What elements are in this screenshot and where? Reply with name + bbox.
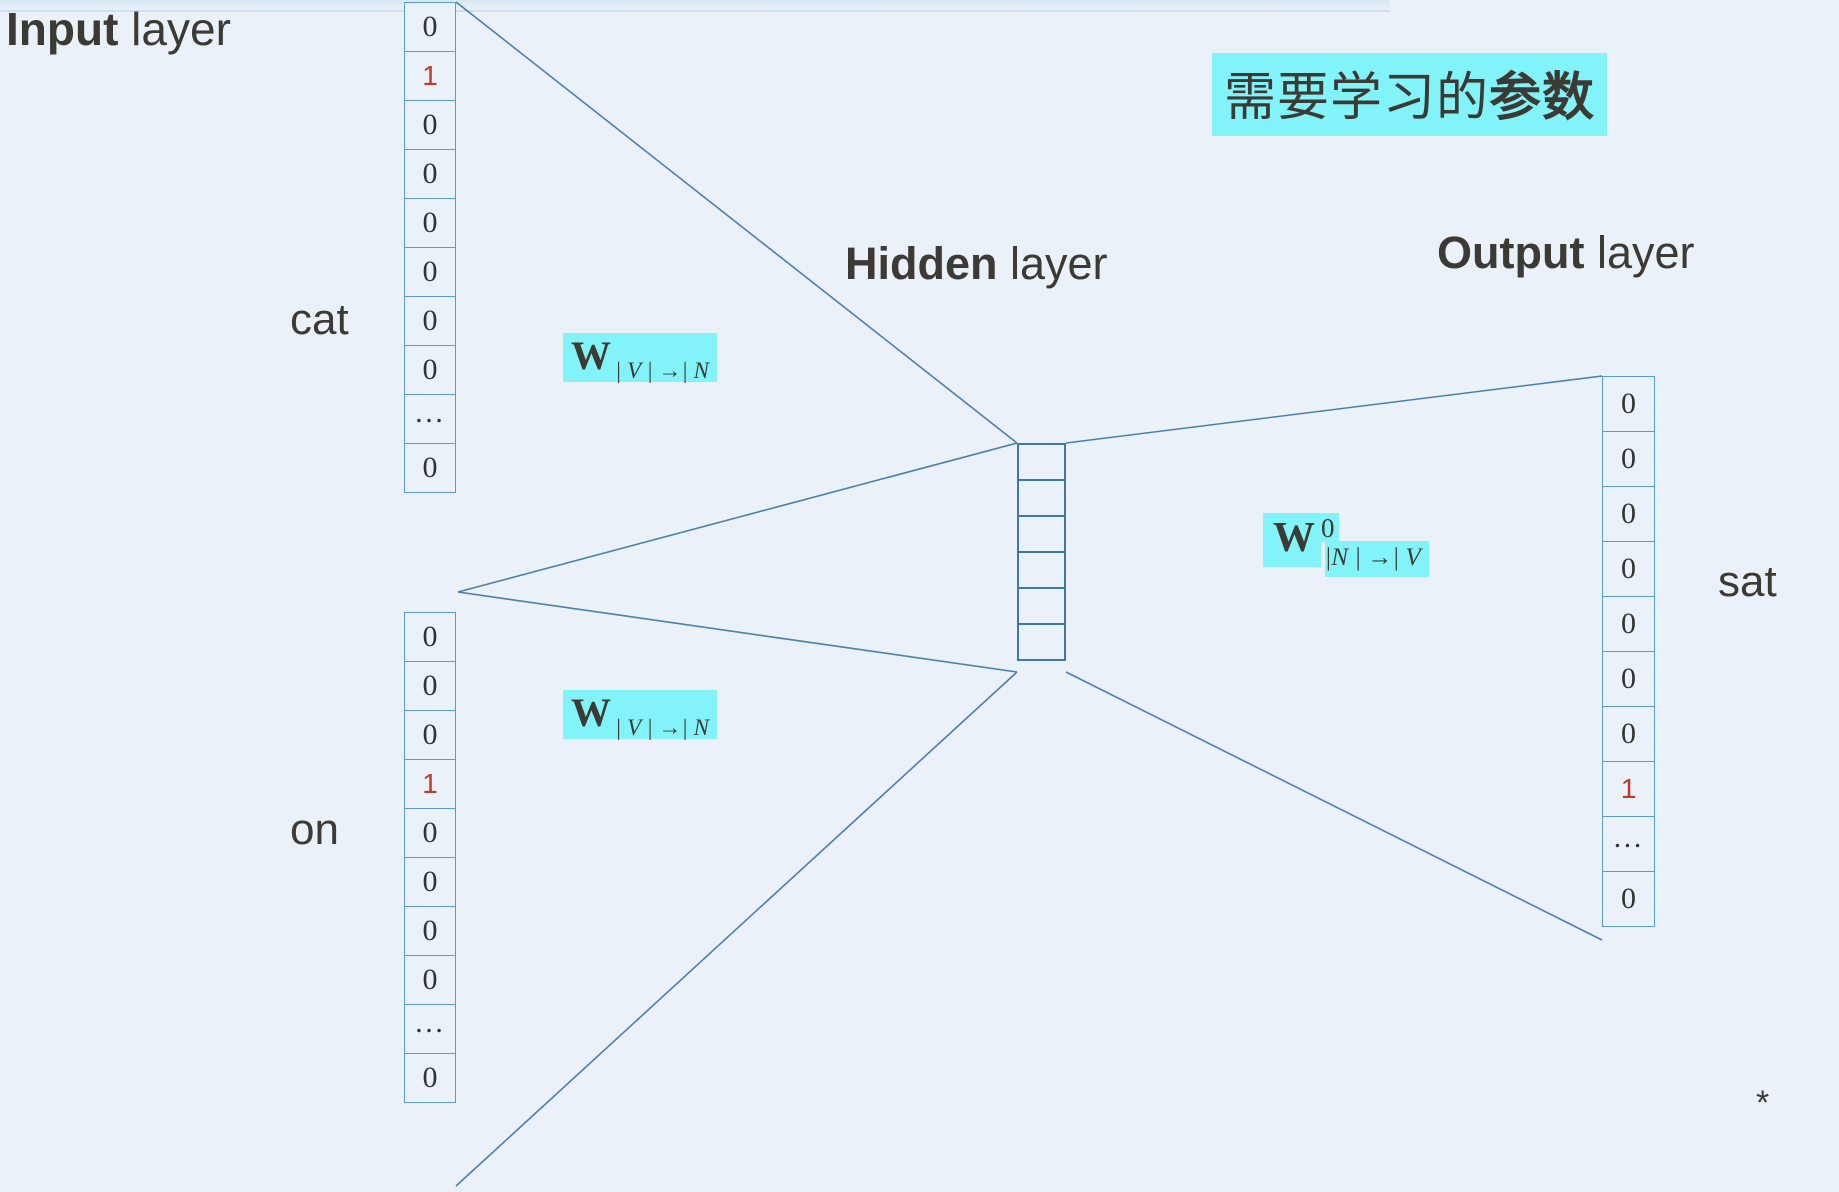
title-hidden-strong: Hidden [845, 238, 998, 289]
vector-cell-ellipsis: … [404, 1004, 456, 1054]
edge-hidden-bottom-output-bottom [1065, 671, 1603, 941]
vector-cell: 0 [404, 710, 456, 760]
vector-cell: 0 [404, 443, 456, 493]
title-output-strong: Output [1437, 227, 1585, 278]
title-output-rest: layer [1584, 227, 1695, 278]
page-title-hidden-layer: Hidden layer [845, 238, 1108, 290]
vector-cell: 0 [404, 808, 456, 858]
input-vector-on: 0 0 0 1 0 0 0 0 … 0 [404, 612, 456, 1103]
title-input-strong: Input [6, 3, 119, 55]
hidden-cell [1017, 623, 1066, 661]
vector-cell: 0 [404, 906, 456, 956]
weight-superscript: 0 [1321, 513, 1339, 542]
vector-cell: 0 [404, 1053, 456, 1103]
vector-cell: 0 [404, 612, 456, 662]
vector-cell: 0 [404, 149, 456, 199]
edge-hidden-top-output-top [1065, 375, 1603, 444]
vector-cell: 0 [1602, 541, 1655, 597]
hidden-cell [1017, 479, 1066, 517]
vector-cell-ellipsis: … [404, 394, 456, 444]
title-input-rest: layer [118, 3, 231, 55]
title-hidden-rest: layer [997, 238, 1108, 289]
vector-cell-ellipsis: … [1602, 816, 1655, 872]
vector-cell-hot: 1 [404, 51, 456, 101]
vector-cell-hot: 1 [404, 759, 456, 809]
input-word-label-cat: cat [290, 295, 349, 344]
weight-symbol: W [571, 690, 611, 735]
annotation-text-bold: 参数 [1489, 69, 1596, 127]
input-vector-cat: 0 1 0 0 0 0 0 0 … 0 [404, 2, 456, 493]
footnote-asterisk: * [1756, 1084, 1770, 1122]
edge-input2-hidden-bottom [455, 671, 1018, 1187]
vector-cell: 0 [1602, 596, 1655, 652]
vector-cell: 0 [404, 955, 456, 1005]
weight-subscript: | V | →| N [615, 358, 709, 383]
page-title-output-layer: Output layer [1437, 227, 1694, 279]
hidden-layer-vector [1017, 443, 1066, 661]
annotation-text-plain: 需要学习的 [1224, 69, 1490, 127]
vector-cell: 0 [404, 345, 456, 395]
vector-cell: 0 [404, 198, 456, 248]
vector-cell: 0 [404, 296, 456, 346]
edge-input1-hidden-top [455, 1, 1018, 444]
vector-cell: 0 [1602, 871, 1655, 927]
input-word-label-on: on [290, 805, 339, 854]
vector-cell: 0 [1602, 431, 1655, 487]
vector-cell: 0 [1602, 376, 1655, 432]
vector-cell: 0 [404, 857, 456, 907]
hidden-cell [1017, 443, 1066, 481]
edge-inputfan-hidden-top [457, 442, 1018, 593]
weight-subscript: | V | →| N [615, 715, 709, 740]
weight-label-input-2: W | V | →| N [563, 690, 717, 739]
hidden-cell [1017, 587, 1066, 625]
weight-label-output: W 0 |N | →| V [1263, 513, 1443, 577]
vector-cell: 0 [1602, 706, 1655, 762]
vector-cell: 0 [404, 247, 456, 297]
vector-cell: 0 [404, 2, 456, 52]
vector-cell: 0 [404, 661, 456, 711]
weight-symbol: W [1263, 513, 1321, 567]
vector-cell-hot: 1 [1602, 761, 1655, 817]
vector-cell: 0 [404, 100, 456, 150]
edge-inputfan-hidden-bottom [457, 591, 1018, 673]
vector-cell: 0 [1602, 651, 1655, 707]
weight-label-input-1: W | V | →| N [563, 333, 717, 382]
annotation-learnable-parameters: 需要学习的参数 [1212, 53, 1608, 136]
hidden-cell [1017, 551, 1066, 589]
output-word-label-sat: sat [1718, 557, 1777, 606]
page-title-input-layer: Input layer [6, 2, 231, 56]
output-vector-sat: 0 0 0 0 0 0 0 1 … 0 [1602, 376, 1655, 927]
hidden-cell [1017, 515, 1066, 553]
weight-symbol: W [571, 333, 611, 378]
weight-subscript: |N | →| V [1324, 541, 1429, 577]
vector-cell: 0 [1602, 486, 1655, 542]
